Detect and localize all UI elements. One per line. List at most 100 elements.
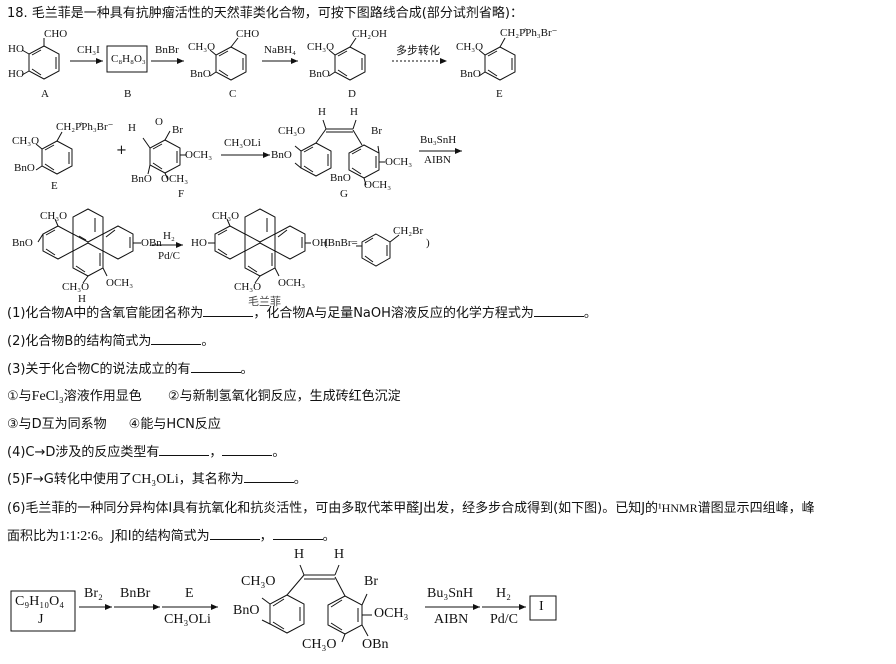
G-h-2: H [350,106,358,118]
q2-blank[interactable] [151,332,202,345]
ring-C [215,46,247,81]
ring-P-2 [244,242,276,277]
reagent-nabh4: NaBH₄ [264,44,296,56]
reagent-h2-2: H₂ [496,586,511,601]
G-bno-1: BnO [271,149,292,161]
label-J: J [38,612,44,627]
A-ho-2: HO [8,68,24,80]
reagent-bnbr-2: BnBr [120,586,151,601]
C-bno: BnO [190,68,211,80]
I-och3: OCH₃ [374,606,409,621]
I-obn: OBn [362,637,389,652]
label-C: C [229,88,237,100]
q2: (2)化合物B的结构简式为。 [7,332,215,349]
q4-blank-2[interactable] [222,443,273,456]
ring-G-right [348,144,380,179]
q6-blank-2[interactable] [272,527,323,540]
D-ch2oh: CH₂OH [352,28,388,40]
reagent-E: E [185,586,194,601]
D-ch3o: CH₃O [307,41,335,53]
E2-ch3o: CH₃O [12,135,40,147]
reagent-aibn-2: AIBN [434,612,469,627]
q6-line-1: (6)毛兰菲的一种同分异构体I具有抗氧化和抗炎活性，可由多取代苯甲醛J出发，经多… [7,501,815,516]
reagent-pdc: Pd/C [158,250,181,262]
ring-E2 [41,140,73,175]
F-och3-2: OCH₃ [161,173,189,185]
q4-blank-1[interactable] [159,443,210,456]
I-ch3o-1: CH₃O [241,574,276,589]
question-intro: 18. 毛兰菲是一种具有抗肿瘤活性的天然菲类化合物，可按下图路线合成(部分试剂省… [7,6,523,21]
label-G: G [340,188,348,200]
A-cho: CHO [44,28,68,40]
bnbr-close: ) [426,237,430,249]
G-bno-2: BnO [330,172,351,184]
q5-blank[interactable] [243,470,294,483]
H-ch3o-2: CH₃O [62,281,90,293]
G-ch3o: CH₃O [278,125,306,137]
label-I: I [539,599,544,614]
reagent-ch3oli-2: CH₃OLi [164,612,211,627]
q1-blank-1[interactable] [203,304,254,317]
q1: (1)化合物A中的含氧官能团名称为，化合物A与足量NaOH溶液反应的化学方程式为… [7,304,597,321]
ring-H-4 [102,225,134,260]
F-br: Br [172,124,183,136]
C-ch3o: CH₃O [188,41,216,53]
ring-H-3 [72,208,104,243]
D-bno: BnO [309,68,330,80]
q3-blank[interactable] [190,360,241,373]
q1-blank-2[interactable] [533,304,584,317]
q3: (3)关于化合物C的说法成立的有。 [7,360,254,377]
box-B [106,45,148,73]
ring-H-2 [72,242,104,277]
ring-G-left [300,142,332,177]
label-A: A [41,88,49,100]
product-name: 毛兰菲 [248,295,281,308]
P-ho: HO [191,237,207,249]
label-F: F [178,188,185,200]
box-I [529,595,557,621]
label-E2: E [51,180,58,192]
box-J [10,590,76,632]
I-h-1: H [294,547,305,562]
ring-I-right [327,595,363,635]
G-och3-2: OCH₃ [364,179,392,191]
E-ch3o: CH₃O [456,41,484,53]
H-och3: OCH₃ [106,277,134,289]
I-bno: BnO [233,603,260,618]
reagent-ch3oli: CH₃OLi [224,137,261,149]
H-obn: OBn [141,237,162,249]
q5: (5)F→G转化中使用了CH₃OLi，其名称为。 [7,470,307,487]
G-br: Br [371,125,382,137]
ring-P-4 [274,225,306,260]
J-formula: C₉H₁₀O₄ [15,594,65,609]
G-och3-1: OCH₃ [385,156,413,168]
label-B: B [124,88,132,100]
bnbr-definition: (BnBr= [324,237,358,249]
reagent-multistep: 多步转化 [396,44,440,57]
reagent-aibn: AIBN [424,154,451,166]
ring-D [334,46,366,81]
ring-A [28,45,60,80]
label-E: E [496,88,503,100]
E2-bno: BnO [14,162,35,174]
ring-E [484,46,516,81]
G-h-1: H [318,106,326,118]
F-bno: BnO [131,173,152,185]
E2-ch2pph3: CH₂P̊Ph₃Br⁻ [56,121,114,133]
reagent-h2: H₂ [163,230,175,242]
q6-blank-1[interactable] [209,527,260,540]
B-formula: C₈H₈O₃ [111,53,146,65]
P-oh: OH [312,237,328,249]
reagent-ch3i: CH₃I [77,44,100,56]
H-bno: BnO [12,237,33,249]
label-H: H [78,293,86,305]
reagent-bu3snh-2: Bu₃SnH [427,586,474,601]
q3-options-1: ①与FeCl₃溶液作用显色 ②与新制氢氧化铜反应，生成砖红色沉淀 [7,389,401,404]
ring-F [149,139,181,174]
F-och3-1: OCH₃ [185,149,213,161]
C-cho: CHO [236,28,260,40]
E-bno: BnO [460,68,481,80]
ring-P-3 [244,208,276,243]
I-br: Br [364,574,378,589]
